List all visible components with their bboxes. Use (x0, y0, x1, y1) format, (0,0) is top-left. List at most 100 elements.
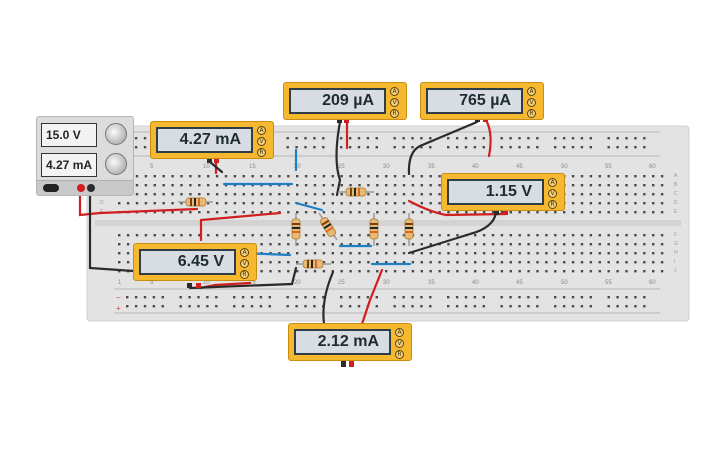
breadboard-hole (580, 175, 584, 178)
voltmeter-mode-button[interactable]: V (390, 98, 399, 107)
voltmeter-mode-button[interactable]: V (548, 189, 557, 198)
breadboard-hole (393, 193, 397, 196)
resistor[interactable] (404, 213, 414, 246)
ammeter-mode-button[interactable]: A (527, 87, 536, 96)
ammeter-mode-button[interactable]: A (390, 87, 399, 96)
voltmeter-mode-button[interactable]: V (395, 339, 404, 348)
resistor-band (307, 260, 309, 268)
breadboard-hole (278, 184, 281, 187)
breadboard-hole (643, 184, 646, 187)
breadboard-hole (589, 211, 593, 214)
resistors[interactable] (178, 187, 414, 269)
breadboard-hole (527, 296, 530, 299)
breadboard-hole (367, 252, 370, 255)
wire-black[interactable] (322, 270, 335, 326)
power-switch[interactable] (43, 184, 59, 192)
ohmmeter-mode-button[interactable]: R (257, 148, 266, 157)
wire-black[interactable] (208, 160, 224, 174)
column-number: 35 (428, 164, 435, 170)
breadboard-hole (625, 252, 628, 255)
meter-mode-buttons: A V R (527, 87, 539, 118)
wire-red[interactable] (407, 199, 508, 217)
multimeter[interactable]: 209 µA A V R (283, 82, 407, 120)
multimeter[interactable]: 1.15 V A V R (441, 173, 565, 211)
breadboard-hole (438, 175, 441, 178)
breadboard-hole (625, 305, 628, 308)
breadboard-hole (233, 305, 236, 308)
wire-black[interactable] (335, 120, 342, 197)
resistor-band (354, 188, 356, 196)
column-labels: 1 5 10 15 20 25 30 35 40 45 50 55 60 1 5… (118, 164, 656, 286)
resistor[interactable] (369, 213, 379, 246)
breadboard-hole (313, 193, 317, 196)
breadboard-hole (473, 146, 477, 149)
wire-blue[interactable] (294, 201, 324, 212)
multimeter[interactable]: 6.45 V A V R (133, 243, 257, 281)
breadboard-hole (322, 261, 326, 264)
breadboard-hole (269, 193, 272, 196)
breadboard-hole (143, 146, 147, 149)
row-letter: A (674, 173, 678, 179)
breadboard-hole (134, 305, 138, 308)
resistor[interactable] (318, 212, 338, 241)
breadboard-hole (571, 270, 575, 273)
wire-black[interactable] (407, 211, 498, 255)
current-knob[interactable] (105, 153, 127, 175)
power-supply[interactable]: 15.0 V 4.27 mA (36, 116, 134, 196)
breadboard-hole (367, 175, 370, 178)
breadboard-hole (304, 234, 308, 237)
ammeter-mode-button[interactable]: A (240, 248, 249, 257)
wires[interactable] (78, 120, 508, 326)
breadboard-hole (349, 175, 352, 178)
voltage-knob[interactable] (105, 123, 127, 145)
wire-black[interactable] (407, 120, 479, 176)
resistor[interactable] (338, 187, 374, 197)
wire-black[interactable] (88, 184, 136, 273)
column-number: 10 (203, 280, 210, 286)
breadboard-hole (420, 243, 423, 246)
ohmmeter-mode-button[interactable]: R (240, 270, 249, 279)
breadboard-hole (198, 184, 201, 187)
breadboard-hole (242, 234, 245, 237)
breadboard-hole (144, 175, 148, 178)
resistor[interactable] (291, 213, 301, 246)
ohmmeter-mode-button[interactable]: R (395, 350, 404, 359)
breadboard-hole (563, 211, 566, 214)
wire-black[interactable] (188, 266, 298, 290)
negative-terminal[interactable] (87, 184, 95, 192)
breadboard-hole (429, 175, 432, 178)
ammeter-mode-button[interactable]: A (395, 328, 404, 337)
ammeter-mode-button[interactable]: A (548, 178, 557, 187)
breadboard-hole (518, 137, 521, 140)
resistor[interactable] (296, 259, 331, 269)
multimeter[interactable]: 2.12 mA A V R (288, 323, 412, 361)
voltmeter-mode-button[interactable]: V (257, 137, 266, 146)
breadboard-hole (126, 202, 130, 205)
breadboard-hole (420, 211, 423, 214)
multimeter[interactable]: 4.27 mA A V R (150, 121, 274, 159)
breadboard-hole (393, 243, 397, 246)
voltmeter-mode-button[interactable]: V (527, 98, 536, 107)
breadboard-hole (304, 137, 307, 140)
ohmmeter-mode-button[interactable]: R (390, 109, 399, 118)
ohmmeter-mode-button[interactable]: R (527, 109, 536, 118)
breadboard-hole (171, 202, 174, 205)
breadboard-hole (207, 234, 210, 237)
breadboard-hole (153, 184, 156, 187)
positive-terminal[interactable] (77, 184, 85, 192)
ammeter-mode-button[interactable]: A (257, 126, 266, 135)
breadboard-hole (580, 252, 584, 255)
breadboard-hole (188, 296, 191, 299)
breadboard-hole (491, 270, 495, 273)
breadboard-hole (393, 270, 397, 273)
breadboard-hole (304, 270, 308, 273)
wire-red[interactable] (199, 211, 282, 242)
multimeter[interactable]: 765 µA A V R (420, 82, 544, 120)
voltmeter-mode-button[interactable]: V (240, 259, 249, 268)
ohmmeter-mode-button[interactable]: R (548, 200, 557, 209)
wire-red[interactable] (360, 268, 384, 326)
wire-red[interactable] (485, 120, 492, 158)
breadboard-hole (411, 270, 415, 273)
resistor[interactable] (178, 197, 213, 207)
